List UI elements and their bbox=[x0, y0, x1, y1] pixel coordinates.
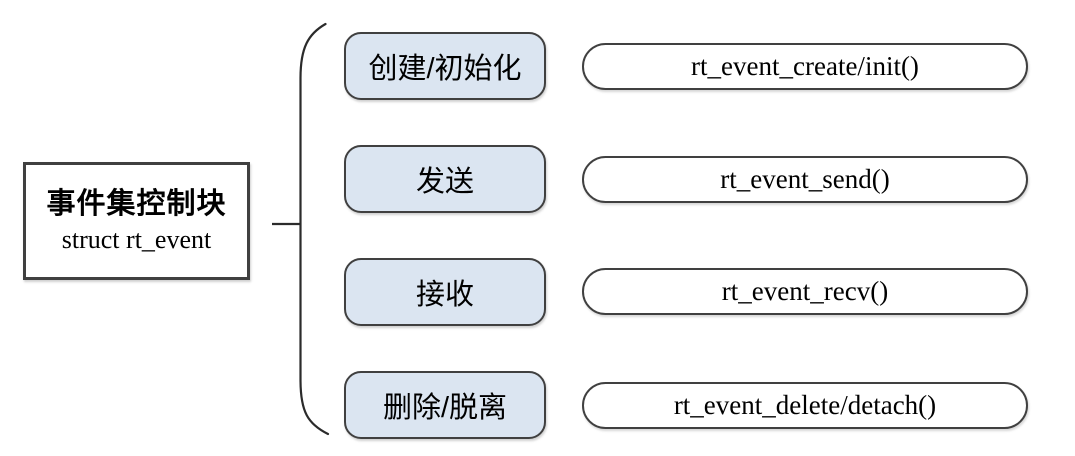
operation-box-delete-detach: 删除/脱离 bbox=[344, 371, 546, 439]
brace-connector bbox=[272, 22, 330, 436]
function-pill-send: rt_event_send() bbox=[582, 156, 1028, 203]
brace-curve bbox=[299, 22, 330, 436]
function-pill-delete-detach: rt_event_delete/detach() bbox=[582, 382, 1028, 429]
operation-box-recv: 接收 bbox=[344, 258, 546, 326]
root-control-block-box: 事件集控制块 struct rt_event bbox=[23, 162, 250, 280]
root-subtitle: struct rt_event bbox=[61, 225, 212, 255]
function-pill-create-init: rt_event_create/init() bbox=[582, 43, 1028, 90]
function-pill-recv: rt_event_recv() bbox=[582, 268, 1028, 315]
operation-box-send: 发送 bbox=[344, 145, 546, 213]
operation-box-create-init: 创建/初始化 bbox=[344, 32, 546, 100]
root-title: 事件集控制块 bbox=[46, 188, 227, 221]
